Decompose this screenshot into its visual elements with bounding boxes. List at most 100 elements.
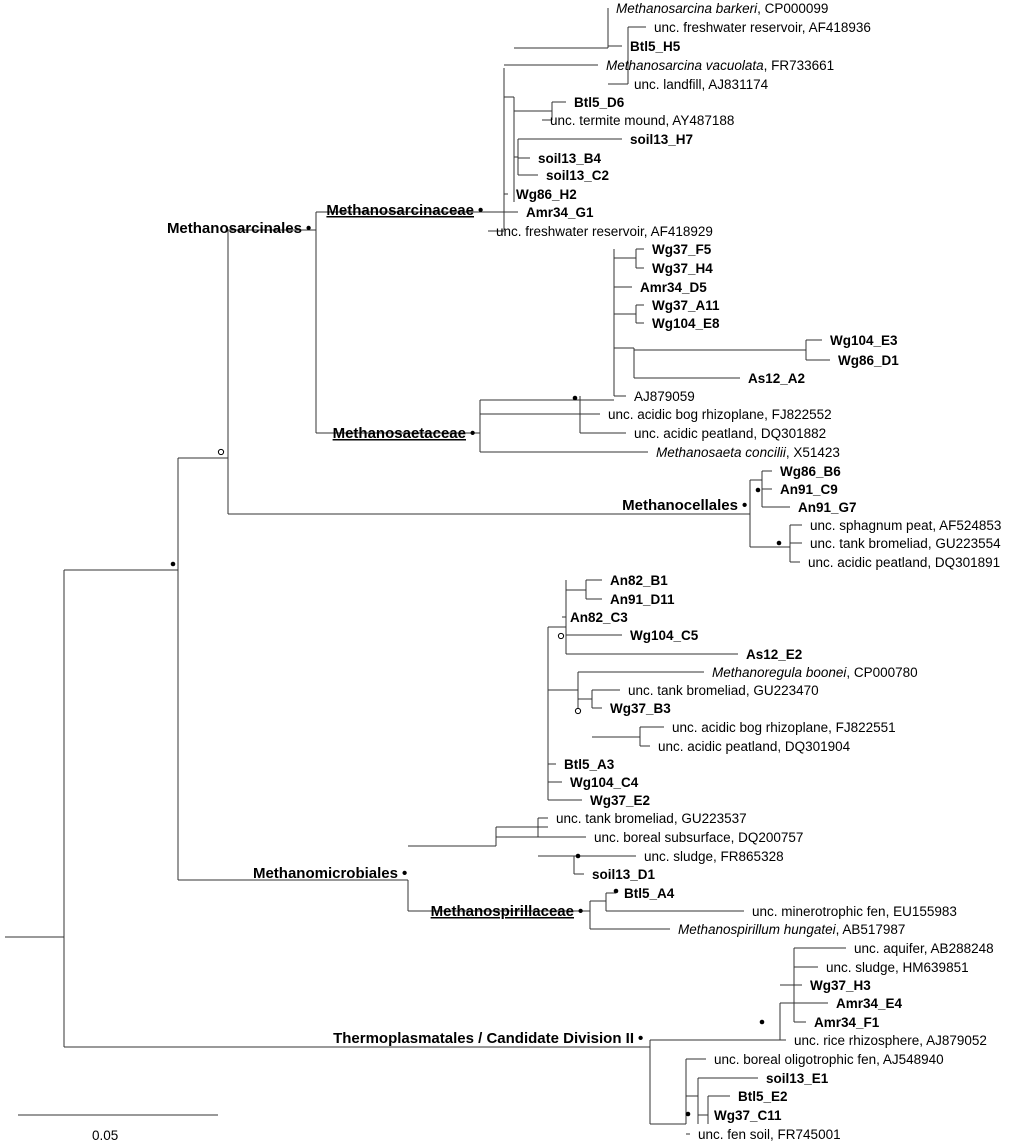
leaf-label: unc. freshwater reservoir, AF418929 — [496, 224, 713, 239]
leaf-label: unc. sludge, HM639851 — [826, 960, 969, 975]
leaf-label: unc. freshwater reservoir, AF418936 — [654, 20, 871, 35]
leaf-label: Methanosarcina vacuolata, FR733661 — [606, 58, 834, 73]
leaf-label: Wg37_A11 — [652, 298, 720, 313]
leaf-label: Wg104_E8 — [652, 316, 720, 331]
filled-support-dot — [776, 540, 782, 546]
clade-label-msarc: Methanosarcinaceae — [326, 202, 474, 219]
leaf-label: An82_C3 — [570, 610, 628, 625]
clade-support-marker: • — [402, 865, 407, 882]
species-name: Methanosarcina vacuolata — [606, 58, 764, 73]
leaf-label: Wg37_C11 — [714, 1108, 782, 1123]
leaf-label: unc. boreal subsurface, DQ200757 — [594, 830, 803, 845]
leaf-label: soil13_D1 — [592, 867, 656, 882]
clade-support-marker: • — [306, 220, 311, 237]
leaf-label: Amr34_G1 — [526, 205, 594, 220]
leaf-label: AJ879059 — [634, 389, 695, 404]
clade-support-marker: • — [578, 903, 583, 920]
leaf-label: unc. rice rhizosphere, AJ879052 — [794, 1033, 987, 1048]
leaf-label: unc. tank bromeliad, GU223554 — [810, 536, 1001, 551]
species-name: Methanosaeta concilii — [656, 445, 787, 460]
clade-label-mcell: Methanocellales — [622, 497, 738, 514]
leaf-label: Btl5_A3 — [564, 757, 615, 772]
leaf-label: unc. acidic bog rhizoplane, FJ822551 — [672, 720, 896, 735]
clade-support-marker: • — [478, 202, 483, 219]
leaf-label: Wg104_C5 — [630, 628, 699, 643]
filled-support-dot — [755, 487, 761, 493]
leaf-label: unc. landfill, AJ831174 — [634, 77, 769, 92]
leaf-label: An91_G7 — [798, 500, 857, 515]
leaf-label: soil13_H7 — [630, 132, 693, 147]
clade-label-mmic: Methanomicrobiales — [253, 865, 398, 882]
accession: , AB517987 — [836, 922, 906, 937]
leaf-label: unc. sludge, FR865328 — [644, 849, 784, 864]
leaf-label: unc. acidic bog rhizoplane, FJ822552 — [608, 407, 832, 422]
leaf-label: unc. tank bromeliad, GU223470 — [628, 683, 819, 698]
leaf-label: Amr34_E4 — [836, 996, 903, 1011]
clade-support-marker: • — [638, 1030, 643, 1047]
filled-support-dot — [572, 395, 578, 401]
leaf-label: unc. acidic peatland, DQ301891 — [808, 555, 1000, 570]
leaf-label: Wg86_B6 — [780, 464, 841, 479]
leaf-label: Methanosarcina barkeri, CP000099 — [616, 1, 828, 16]
species-name: Methanoregula boonei — [712, 665, 847, 680]
accession: , FR733661 — [764, 58, 835, 73]
filled-support-dot — [759, 1019, 765, 1025]
leaf-label: Wg37_H4 — [652, 261, 713, 276]
leaf-label: unc. fen soil, FR745001 — [698, 1127, 841, 1142]
clade-label-therm: Thermoplasmatales / Candidate Division I… — [333, 1030, 634, 1047]
clade-support-marker: • — [470, 425, 475, 442]
leaf-label: unc. tank bromeliad, GU223537 — [556, 811, 747, 826]
open-support-dot — [217, 448, 225, 456]
leaf-label: Wg37_E2 — [590, 793, 650, 808]
leaf-label: unc. minerotrophic fen, EU155983 — [752, 904, 957, 919]
scale-bar: 0.05 — [18, 1114, 218, 1143]
species-name: Methanospirillum hungatei — [678, 922, 837, 937]
support-markers — [170, 395, 782, 1117]
leaf-label: unc. acidic peatland, DQ301882 — [634, 426, 826, 441]
clade-label-msaet: Methanosaetaceae — [333, 425, 466, 442]
leaf-label: Wg104_E3 — [830, 333, 898, 348]
clade-label-msar: Methanosarcinales — [167, 220, 302, 237]
filled-support-dot — [575, 853, 581, 859]
leaf-label: Wg37_H3 — [810, 978, 871, 993]
leaf-label: unc. termite mound, AY487188 — [550, 113, 734, 128]
clade-label-mspir: Methanospirillaceae — [431, 903, 574, 920]
leaf-label: An91_C9 — [780, 482, 838, 497]
scale-bar-label: 0.05 — [92, 1128, 118, 1143]
leaf-label: An82_B1 — [610, 573, 668, 588]
leaf-label: unc. boreal oligotrophic fen, AJ548940 — [714, 1052, 944, 1067]
leaf-labels: Methanosarcina barkeri, CP000099 unc. fre… — [496, 1, 1001, 1142]
filled-support-dot — [170, 561, 176, 567]
leaf-label: Amr34_D5 — [640, 280, 707, 295]
accession: , CP000099 — [757, 1, 828, 16]
leaf-label: Wg86_H2 — [516, 187, 577, 202]
leaf-label: Btl5_D6 — [574, 95, 625, 110]
open-support-dot — [557, 632, 565, 640]
leaf-label: As12_A2 — [748, 371, 805, 386]
leaf-label: unc. aquifer, AB288248 — [854, 941, 994, 956]
leaf-label: Wg37_F5 — [652, 242, 712, 257]
leaf-label: Amr34_F1 — [814, 1015, 880, 1030]
leaf-label: soil13_E1 — [766, 1071, 829, 1086]
tree-branches — [5, 8, 846, 1135]
leaf-label: unc. sphagnum peat, AF524853 — [810, 518, 1001, 533]
leaf-label: soil13_C2 — [546, 168, 609, 183]
leaf-label: soil13_B4 — [538, 151, 602, 166]
leaf-label: unc. acidic peatland, DQ301904 — [658, 739, 851, 754]
leaf-label: Methanosaeta concilii, X51423 — [656, 445, 840, 460]
leaf-label: An91_D11 — [610, 592, 675, 607]
accession: , X51423 — [786, 445, 840, 460]
leaf-label: Methanospirillum hungatei, AB517987 — [678, 922, 905, 937]
clade-labels: Methanosarcinales•Methanosarcinaceae•Met… — [167, 202, 747, 1047]
leaf-label: Wg86_D1 — [838, 353, 899, 368]
clade-support-marker: • — [742, 497, 747, 514]
filled-support-dot — [613, 888, 619, 894]
accession: , CP000780 — [846, 665, 917, 680]
leaf-label: Wg104_C4 — [570, 775, 639, 790]
leaf-label: As12_E2 — [746, 647, 802, 662]
filled-support-dot — [685, 1111, 691, 1117]
species-name: Methanosarcina barkeri — [616, 1, 758, 16]
leaf-label: Btl5_E2 — [738, 1089, 788, 1104]
leaf-label: Btl5_A4 — [624, 886, 675, 901]
